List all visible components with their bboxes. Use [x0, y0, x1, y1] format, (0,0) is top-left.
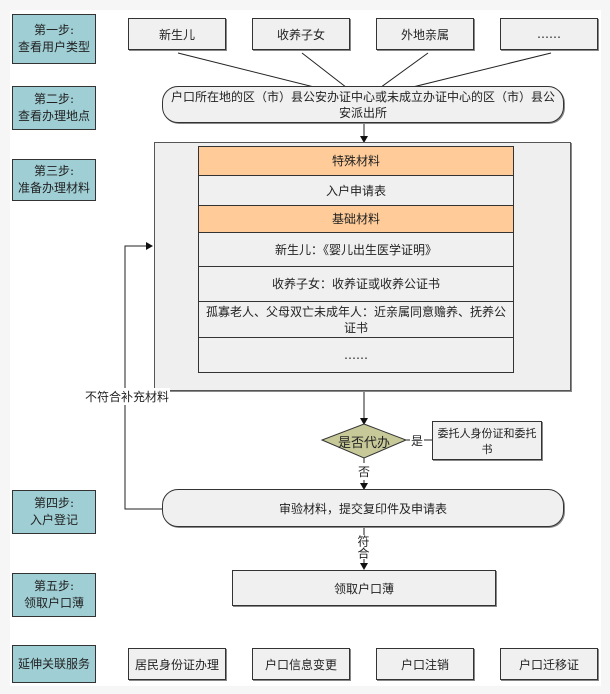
feedback-label: 不符合补充材料 [84, 388, 171, 405]
proxy-documents-text: 委托人身份证和委托书 [437, 426, 537, 456]
decision-text: 是否代办 [337, 436, 390, 451]
material-item: 孤寡老人、父母双亡未成年人：近亲属同意赡养、抚养公证书 [198, 302, 514, 338]
service-text: 户口注销 [400, 657, 449, 672]
user-type-text: 外地亲属 [400, 27, 449, 42]
material-item: 新生儿：《婴儿出生医学证明》 [198, 233, 514, 267]
step-5-subtitle: 领取户口薄 [23, 596, 84, 610]
step-1-title: 第一步: [33, 23, 75, 37]
service-id-card[interactable]: 居民身份证办理 [128, 648, 226, 680]
material-item: …… [198, 338, 514, 373]
material-text: 收养子女：收养证或收养公证书 [271, 277, 440, 291]
service-info-change[interactable]: 户口信息变更 [252, 648, 350, 680]
material-item: 收养子女：收养证或收养公证书 [198, 267, 514, 302]
service-cancellation[interactable]: 户口注销 [376, 648, 474, 680]
service-text: 居民身份证办理 [134, 657, 219, 672]
decision-yes-label: 是 [410, 432, 425, 449]
service-text: 户口信息变更 [264, 657, 337, 672]
step-4-label: 第四步: 入户登记 [12, 490, 96, 534]
location-text: 户口所在地的区（市）县公安办证中心或未成立办证中心的区（市）县公安派出所 [170, 89, 555, 120]
collect-box: 领取户口薄 [232, 570, 496, 606]
material-text: 入户申请表 [325, 183, 386, 198]
step-3-subtitle: 准备办理材料 [17, 181, 90, 195]
special-materials-header: 特殊材料 [198, 146, 514, 176]
step-related-title: 延伸关联服务 [17, 656, 90, 671]
feedback-loop [124, 242, 162, 510]
user-type-text: 新生儿 [158, 27, 195, 42]
material-item: 入户申请表 [198, 176, 514, 206]
step-related-label: 延伸关联服务 [12, 645, 96, 683]
step-3-label: 第三步: 准备办理材料 [12, 159, 96, 201]
pass-label: 符合 [356, 535, 371, 559]
user-type-adopted: 收养子女 [252, 18, 350, 50]
service-text: 户口迁移证 [518, 657, 579, 672]
proxy-documents-box: 委托人身份证和委托书 [432, 421, 542, 460]
step-5-label: 第五步: 领取户口薄 [12, 573, 96, 617]
user-type-newborn: 新生儿 [128, 18, 226, 50]
material-text: 孤寡老人、父母双亡未成年人：近亲属同意赡养、抚养公证书 [205, 304, 506, 335]
step-2-title: 第二步: [33, 92, 75, 106]
step-1-subtitle: 查看用户类型 [17, 40, 90, 54]
step-1-label: 第一步: 查看用户类型 [12, 14, 96, 64]
step-4-subtitle: 入户登记 [29, 513, 78, 527]
collect-text: 领取户口薄 [333, 581, 394, 596]
step-3-title: 第三步: [33, 164, 75, 178]
user-type-more: …… [500, 18, 598, 50]
material-text: 新生儿：《婴儿出生医学证明》 [274, 242, 437, 257]
step-5-title: 第五步: [33, 579, 75, 593]
material-text: …… [344, 348, 368, 362]
decision-diamond [320, 423, 408, 459]
service-migration[interactable]: 户口迁移证 [500, 648, 598, 680]
user-type-text: 收养子女 [276, 27, 325, 42]
header-text: 基础材料 [331, 212, 380, 226]
review-text: 审验材料，提交复印件及申请表 [278, 501, 447, 516]
basic-materials-header: 基础材料 [198, 206, 514, 233]
step-2-subtitle: 查看办理地点 [17, 109, 90, 123]
user-type-relatives: 外地亲属 [376, 18, 474, 50]
review-box: 审验材料，提交复印件及申请表 [162, 489, 564, 527]
decision-no-label: 否 [357, 463, 372, 480]
header-text: 特殊材料 [331, 154, 380, 168]
step-4-title: 第四步: [33, 496, 75, 510]
user-type-text: …… [537, 27, 561, 41]
location-box: 户口所在地的区（市）县公安办证中心或未成立办证中心的区（市）县公安派出所 [162, 86, 564, 123]
step-2-label: 第二步: 查看办理地点 [12, 86, 96, 130]
